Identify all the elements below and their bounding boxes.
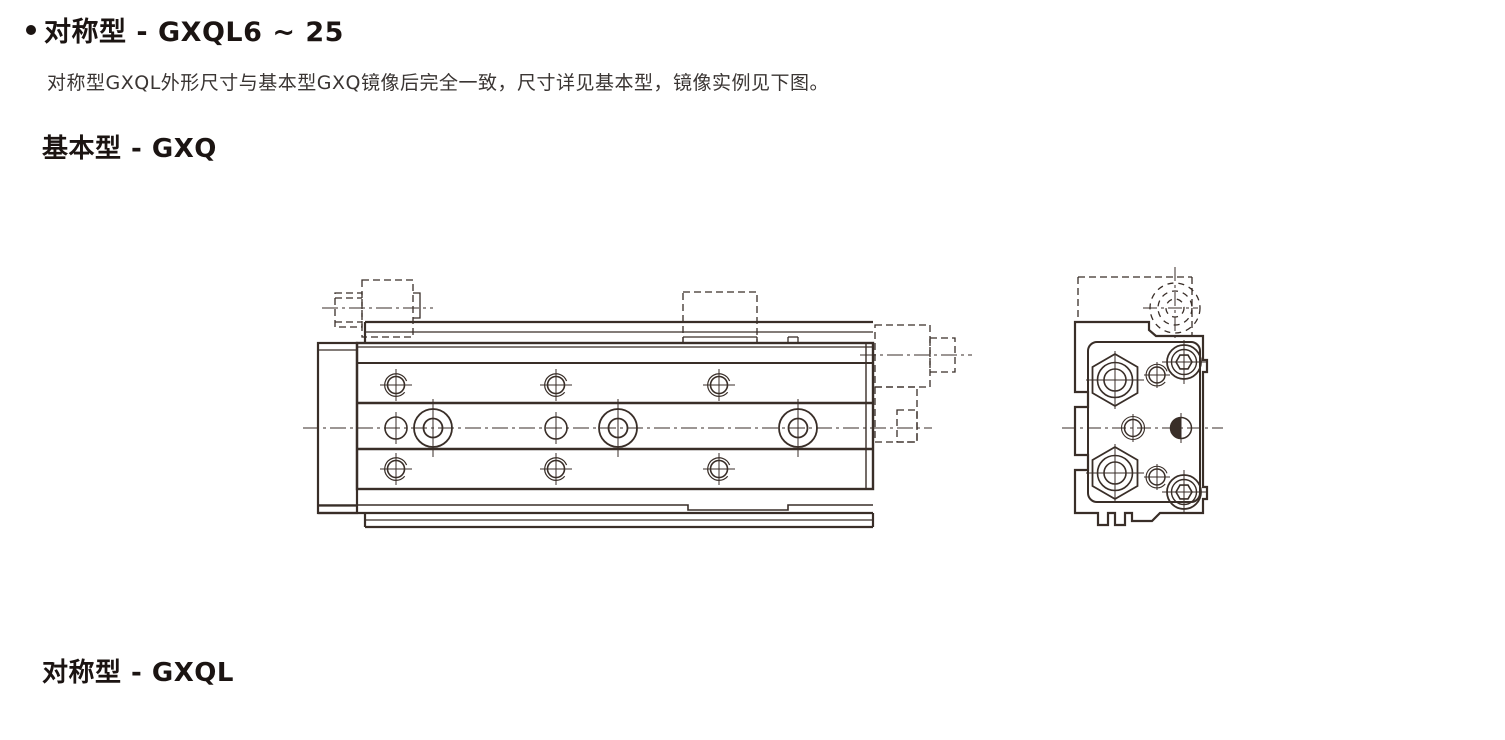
section-header-symmetric: 对称型 - GXQL6 ~ 25 xyxy=(26,10,344,49)
section-title-symmetric: 对称型 - GXQL6 ~ 25 xyxy=(44,17,344,48)
subsection-title-basic-gxq: 基本型 - GXQ xyxy=(42,134,217,164)
bullet-icon xyxy=(26,24,36,35)
threaded-hole-pattern xyxy=(380,369,735,485)
end-threaded-holes xyxy=(1144,362,1170,490)
center-hole-pattern xyxy=(384,399,818,457)
end-center-holes xyxy=(1120,413,1193,443)
gxq-end-view-drawing xyxy=(1062,267,1223,527)
gxq-side-view-drawing xyxy=(303,279,972,529)
subsection-title-symmetric-gxql: 对称型 - GXQL xyxy=(42,658,234,688)
socket-screw-features xyxy=(1162,340,1206,514)
description-text: 对称型GXQL外形尺寸与基本型GXQ镜像后完全一致，尺寸详见基本型，镜像实例见下… xyxy=(47,72,829,94)
hex-nut-features xyxy=(1086,351,1144,502)
